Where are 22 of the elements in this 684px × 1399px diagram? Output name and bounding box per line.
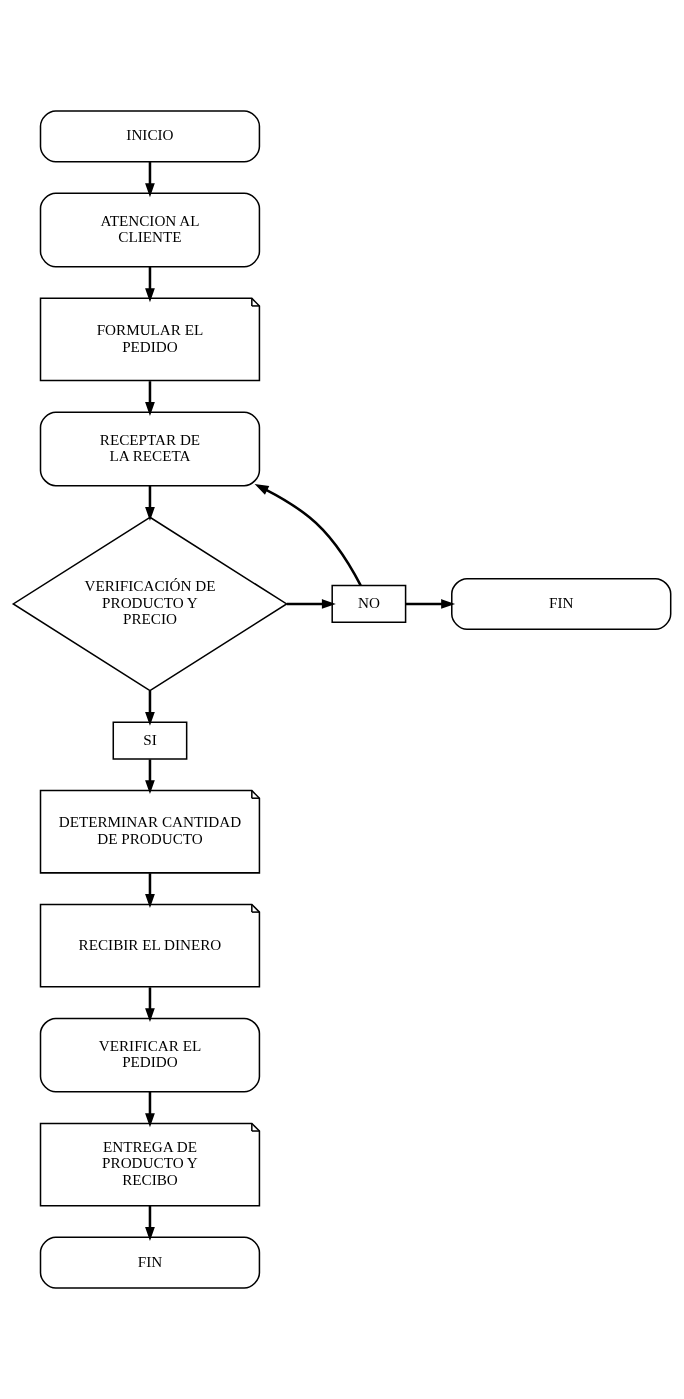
node-diamond: VERIFICACIÓN DE PRODUCTO Y PRECIO (11, 516, 289, 692)
node-box: RECEPTAR DE LA RECETA (39, 411, 261, 487)
node-box: NO (331, 584, 407, 624)
arrow (145, 162, 155, 198)
node-box: SI (112, 721, 188, 760)
arrow (286, 599, 336, 609)
arrow (145, 381, 155, 416)
arrow (405, 599, 456, 609)
node-box: INICIO (39, 110, 261, 163)
arrow (145, 690, 155, 726)
arrow (145, 485, 155, 521)
arrow (145, 266, 155, 303)
arrow (145, 873, 155, 909)
node-box: FIN (39, 1236, 261, 1289)
arrow (254, 484, 362, 587)
arrow (145, 1091, 155, 1128)
arrow (145, 1205, 155, 1241)
node-box: VERIFICAR EL PEDIDO (39, 1017, 261, 1093)
node-box: ATENCION AL CLIENTE (39, 192, 261, 268)
node-box: FIN (451, 577, 672, 631)
arrow (145, 759, 155, 795)
arrow (145, 987, 155, 1023)
